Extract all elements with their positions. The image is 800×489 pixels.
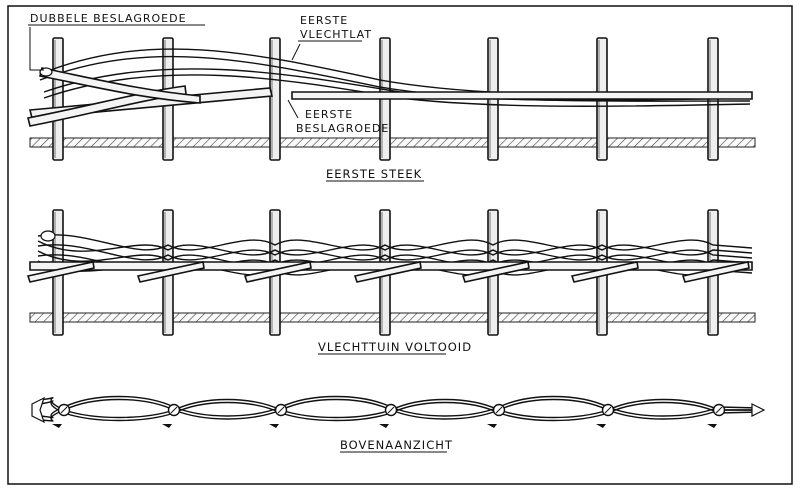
first-rod-stub bbox=[39, 67, 201, 104]
diagonal-rod-4 bbox=[353, 261, 422, 283]
first-rod-right bbox=[291, 91, 753, 100]
top-view-rod-tip-7 bbox=[707, 424, 717, 428]
panel-first-stitch bbox=[27, 24, 756, 161]
woven-lath-2 bbox=[37, 240, 753, 256]
label-first-lath-line2: VLECHTLAT bbox=[300, 28, 372, 41]
top-view-lath-a-1 bbox=[39, 397, 760, 419]
double-rod bbox=[27, 67, 753, 127]
diagonal-rod-6 bbox=[570, 261, 639, 283]
top-view-rod-tip-1 bbox=[52, 424, 62, 428]
leader-first-lath bbox=[291, 43, 301, 61]
bottom-rod bbox=[29, 261, 753, 271]
label-first-rod-line2: BESLAGROEDE bbox=[296, 122, 389, 135]
top-view-rod-tip-4 bbox=[379, 424, 389, 428]
woven-lath-4 bbox=[37, 250, 753, 266]
leader-double-rod bbox=[29, 27, 44, 71]
top-view-stake-mark bbox=[277, 406, 285, 414]
top-view-end-right bbox=[751, 403, 766, 417]
rods-row-2 bbox=[26, 230, 753, 283]
top-view-rod-tip-3 bbox=[269, 424, 279, 428]
rod-twist-loop bbox=[39, 67, 53, 77]
caption-first-stitch: EERSTE STEEK bbox=[326, 167, 422, 181]
label-first-lath-line1: EERSTE bbox=[300, 14, 348, 27]
panel-completed-fence bbox=[26, 209, 756, 336]
top-view-stake-mark bbox=[170, 406, 178, 414]
top-view-end-left bbox=[31, 396, 46, 424]
top-view-stake-mark bbox=[60, 406, 68, 414]
label-double-rod: DUBBELE BESLAGROEDE bbox=[30, 12, 187, 25]
top-view-rod-tip-5 bbox=[487, 424, 497, 428]
label-first-rod-line1: EERSTE bbox=[305, 108, 353, 121]
top-view-stake-mark bbox=[387, 406, 395, 414]
top-view-stake-mark bbox=[604, 406, 612, 414]
caption-completed: VLECHTTUIN VOLTOOID bbox=[318, 340, 472, 354]
woven-lath-1 bbox=[37, 234, 753, 251]
top-view-stake-mark bbox=[495, 406, 503, 414]
diagonal-rod-1 bbox=[26, 261, 95, 283]
diagonal-rod-5 bbox=[461, 261, 530, 283]
top-view-stake-mark bbox=[715, 406, 723, 414]
diagram-frame bbox=[7, 5, 793, 485]
top-view-rod-tip-2 bbox=[162, 424, 172, 428]
diagonal-rod-7 bbox=[681, 261, 750, 283]
ground-strip-2 bbox=[29, 312, 756, 323]
top-view-rod-tip-6 bbox=[596, 424, 606, 428]
caption-top-view: BOVENAANZICHT bbox=[340, 438, 453, 452]
stake-3 bbox=[269, 37, 281, 161]
panel-top-view bbox=[31, 395, 766, 428]
rod-twist-loop-2 bbox=[40, 230, 56, 242]
stake-1 bbox=[52, 37, 64, 161]
woven-lath-3 bbox=[37, 244, 753, 261]
diagonal-rod-2 bbox=[136, 261, 205, 283]
diagonal-rod-3 bbox=[243, 261, 312, 283]
ground-strip-1 bbox=[29, 137, 756, 148]
leader-first-rod bbox=[287, 99, 299, 119]
